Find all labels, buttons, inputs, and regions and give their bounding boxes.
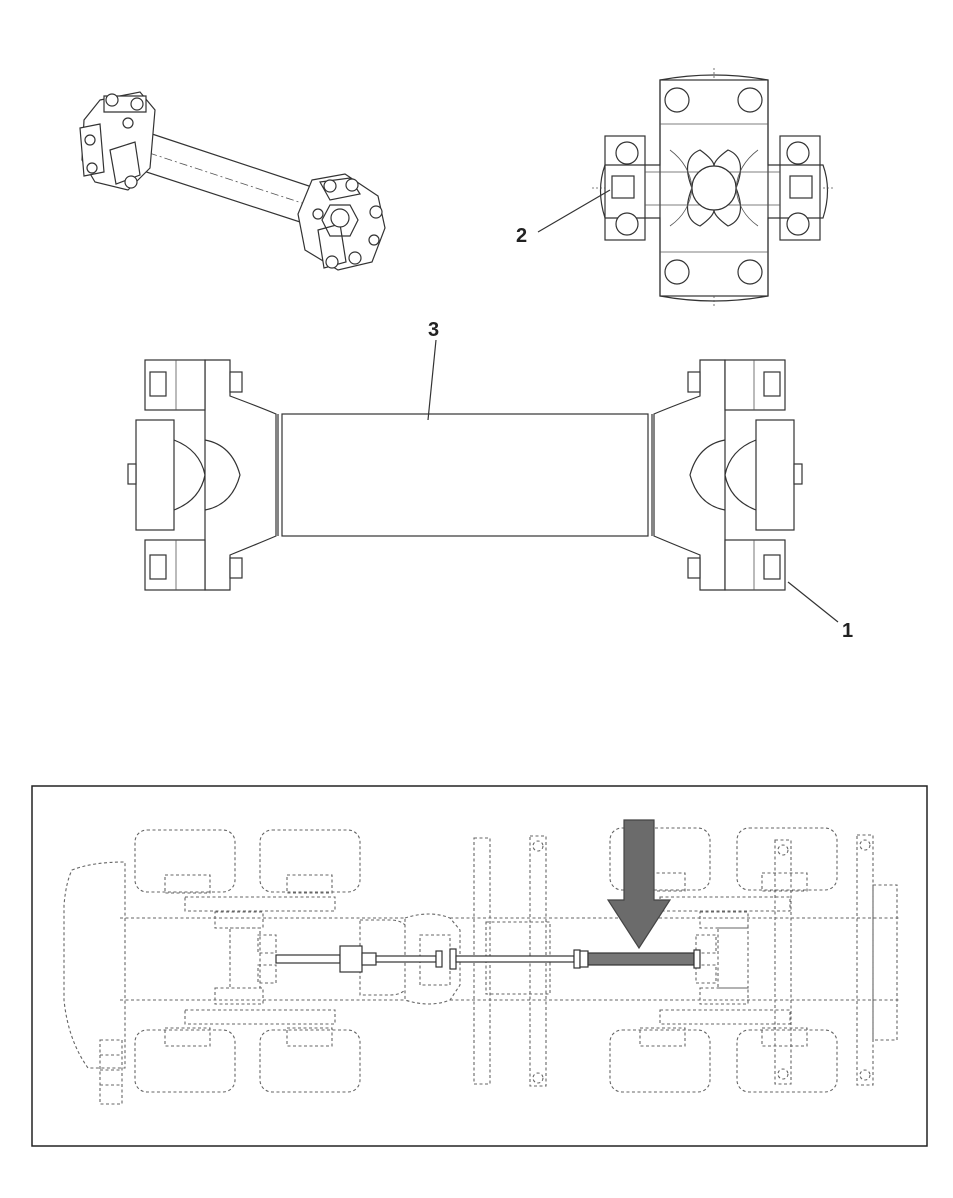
callout-3-label: 3	[428, 319, 439, 341]
side-view-driveshaft	[127, 359, 803, 591]
middle-propeller-shaft	[449, 948, 581, 970]
callout-3: 3	[427, 319, 439, 421]
callout-1-label: 1	[842, 620, 853, 642]
isometric-driveshaft-view	[79, 91, 386, 271]
front-propeller-shaft	[275, 945, 443, 973]
left-isometric-yoke	[79, 91, 156, 191]
right-side-yoke	[653, 359, 803, 591]
highlighted-rear-propeller-shaft	[579, 949, 701, 969]
callout-1: 1	[787, 581, 853, 642]
callout-2-label: 2	[516, 225, 527, 247]
down-arrow-icon	[606, 819, 672, 950]
callout-2: 2	[516, 189, 611, 247]
flange-end-view	[592, 68, 835, 308]
left-side-yoke	[127, 359, 277, 591]
right-isometric-yoke	[297, 173, 386, 271]
chassis-locator-panel	[31, 785, 928, 1147]
